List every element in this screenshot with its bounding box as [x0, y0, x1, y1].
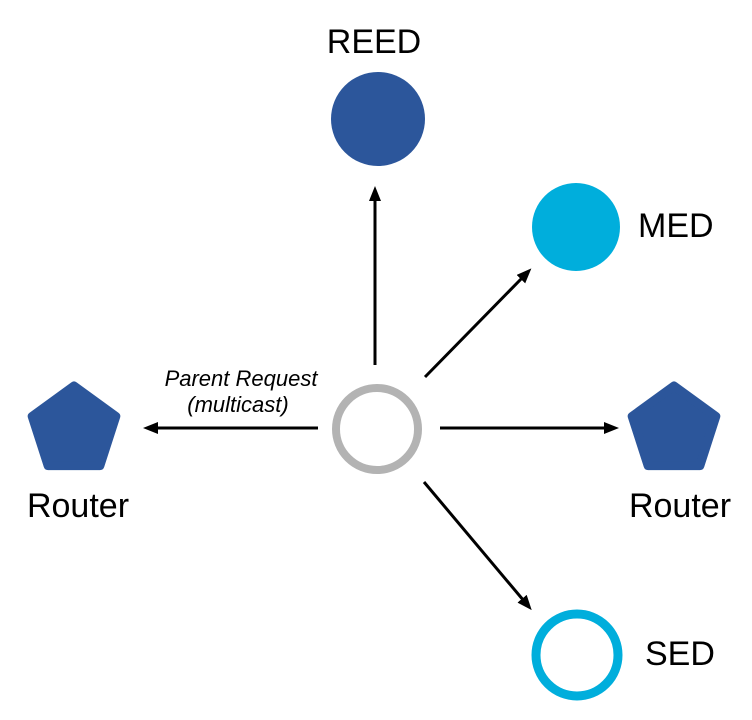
arrow-center-to-med: [423, 268, 532, 379]
arrow-center-to-sed: [422, 481, 532, 611]
parent-request-annotation-line1: Parent Request: [165, 366, 319, 391]
router-right-label: Router: [629, 487, 731, 525]
med-node: [532, 183, 620, 271]
reed-node: [331, 72, 425, 166]
router-right-node: [627, 381, 721, 471]
parent-request-annotation-line2: (multicast): [187, 392, 288, 417]
sed-label: SED: [645, 635, 715, 673]
router-left-label: Router: [27, 487, 129, 525]
med-label: MED: [638, 207, 714, 245]
router-left-node: [27, 381, 121, 471]
center-node: [332, 384, 422, 474]
sed-node: [531, 609, 623, 701]
reed-label: REED: [327, 23, 421, 61]
